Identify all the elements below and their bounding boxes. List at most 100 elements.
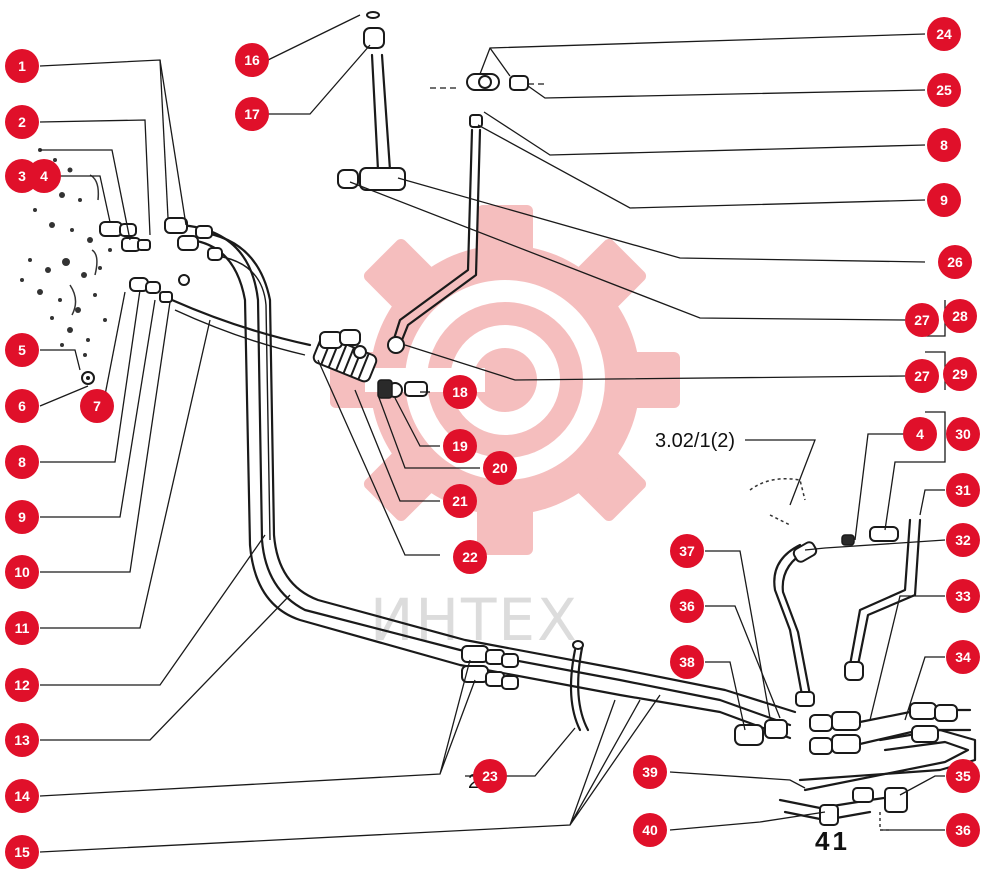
- callout-5: 5: [5, 333, 39, 367]
- callout-4-right: 4: [903, 417, 937, 451]
- svg-text:4: 4: [916, 426, 924, 442]
- callout-18: 18: [443, 375, 477, 409]
- svg-text:7: 7: [93, 398, 101, 414]
- svg-text:25: 25: [936, 82, 952, 98]
- svg-text:40: 40: [642, 822, 658, 838]
- callout-36-bottom: 36: [946, 813, 980, 847]
- callout-9: 9: [5, 500, 39, 534]
- callout-32: 32: [946, 523, 980, 557]
- callout-2: 2: [5, 105, 39, 139]
- callout-8: 8: [5, 445, 39, 479]
- callout-21: 21: [443, 484, 477, 518]
- callout-22: 22: [453, 540, 487, 574]
- svg-text:36: 36: [679, 598, 695, 614]
- stand-pipe: 2: [468, 640, 590, 793]
- callout-40: 40: [633, 813, 667, 847]
- callout-26: 26: [938, 245, 972, 279]
- callout-31: 31: [946, 473, 980, 507]
- callout-10: 10: [5, 555, 39, 589]
- svg-text:17: 17: [244, 106, 260, 122]
- callout-27-lower: 27: [905, 359, 939, 393]
- svg-text:22: 22: [462, 549, 478, 565]
- svg-text:32: 32: [955, 532, 971, 548]
- svg-text:2: 2: [468, 771, 479, 793]
- callout-23: 23: [473, 759, 507, 793]
- callout-28: 28: [943, 299, 977, 333]
- cylinder-assembly: [312, 329, 428, 399]
- callout-16: 16: [235, 43, 269, 77]
- svg-text:8: 8: [940, 137, 948, 153]
- svg-text:39: 39: [642, 764, 658, 780]
- watermark-gear-icon: [330, 205, 680, 555]
- manifold-assembly: [734, 702, 977, 831]
- callout-39: 39: [633, 755, 667, 789]
- svg-text:28: 28: [952, 308, 968, 324]
- callout-15: 15: [5, 835, 39, 869]
- svg-text:10: 10: [14, 564, 30, 580]
- svg-text:24: 24: [936, 26, 952, 42]
- svg-text:35: 35: [955, 768, 971, 784]
- callout-13: 13: [5, 723, 39, 757]
- svg-text:18: 18: [452, 384, 468, 400]
- callout-38: 38: [670, 645, 704, 679]
- svg-text:36: 36: [955, 822, 971, 838]
- right-detail: [749, 478, 922, 707]
- hose-fittings: [164, 217, 519, 690]
- callout-20: 20: [483, 451, 517, 485]
- callout-4: 4: [27, 159, 61, 193]
- reference-label: 3.02/1(2): [655, 430, 735, 452]
- svg-text:5: 5: [18, 342, 26, 358]
- svg-text:29: 29: [952, 366, 968, 382]
- valve-fittings: [81, 221, 190, 385]
- callout-7: 7: [80, 389, 114, 423]
- callout-9-right: 9: [927, 183, 961, 217]
- callout-25: 25: [927, 73, 961, 107]
- callout-33: 33: [946, 579, 980, 613]
- svg-text:19: 19: [452, 438, 468, 454]
- callout-34: 34: [946, 640, 980, 674]
- callout-12: 12: [5, 668, 39, 702]
- watermark-text: ИНТЕХ: [370, 586, 579, 654]
- svg-text:33: 33: [955, 588, 971, 604]
- callout-11: 11: [5, 611, 39, 645]
- svg-text:9: 9: [940, 192, 948, 208]
- svg-text:13: 13: [14, 732, 30, 748]
- svg-text:37: 37: [679, 543, 695, 559]
- svg-text:34: 34: [955, 649, 971, 665]
- svg-text:30: 30: [955, 426, 971, 442]
- svg-text:3: 3: [18, 168, 26, 184]
- svg-text:4: 4: [40, 168, 48, 184]
- svg-text:27: 27: [914, 368, 930, 384]
- svg-text:2: 2: [18, 114, 26, 130]
- callout-35: 35: [946, 759, 980, 793]
- callout-8-right: 8: [927, 128, 961, 162]
- svg-text:14: 14: [14, 788, 30, 804]
- svg-text:31: 31: [955, 482, 971, 498]
- svg-text:26: 26: [947, 254, 963, 270]
- callout-36-middle: 36: [670, 589, 704, 623]
- svg-text:6: 6: [18, 398, 26, 414]
- svg-text:38: 38: [679, 654, 695, 670]
- svg-text:12: 12: [14, 677, 30, 693]
- callout-17: 17: [235, 97, 269, 131]
- callout-27-upper: 27: [905, 303, 939, 337]
- lever-assembly: [337, 11, 545, 354]
- svg-text:20: 20: [492, 460, 508, 476]
- svg-text:9: 9: [18, 509, 26, 525]
- callout-6: 6: [5, 389, 39, 423]
- callout-19: 19: [443, 429, 477, 463]
- page-number: 41: [815, 826, 850, 856]
- svg-text:8: 8: [18, 454, 26, 470]
- leader-lines: [39, 14, 946, 853]
- callout-1: 1: [5, 49, 39, 83]
- callout-29: 29: [943, 357, 977, 391]
- svg-text:15: 15: [14, 844, 30, 860]
- watermark: ИНТЕХ: [330, 205, 680, 654]
- svg-text:1: 1: [18, 58, 26, 74]
- callout-30: 30: [946, 417, 980, 451]
- callouts: 1 2 3 4 5 6 7 8 9 10 11 12 13 14 15 16 1…: [5, 17, 980, 869]
- callout-37: 37: [670, 534, 704, 568]
- svg-text:16: 16: [244, 52, 260, 68]
